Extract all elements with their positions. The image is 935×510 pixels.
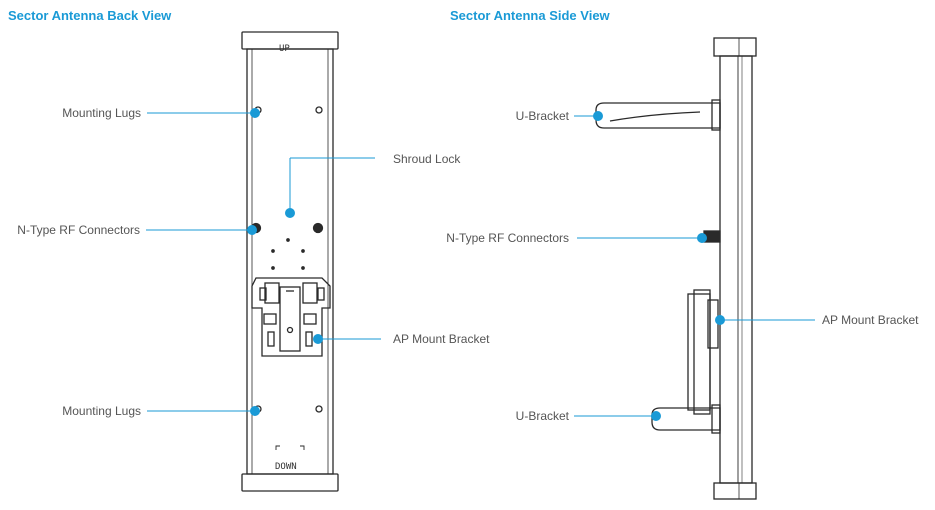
rf-connectors-label-back: N-Type RF Connectors <box>17 223 140 237</box>
side-view-drawing <box>595 37 757 500</box>
mounting-lugs-bottom-label: Mounting Lugs <box>62 404 141 418</box>
down-marker: DOWN <box>275 462 297 472</box>
back-view-drawing <box>241 31 339 492</box>
shroud-lock-label: Shroud Lock <box>393 152 461 166</box>
back-view-title: Sector Antenna Back View <box>8 8 172 23</box>
mounting-lugs-top-label: Mounting Lugs <box>62 106 141 120</box>
ap-mount-bracket-label-back: AP Mount Bracket <box>393 332 490 346</box>
u-bracket-bottom-label: U-Bracket <box>515 409 569 423</box>
u-bracket-top-label: U-Bracket <box>515 109 569 123</box>
side-view-title: Sector Antenna Side View <box>450 8 610 23</box>
rf-connectors-label-side: N-Type RF Connectors <box>446 231 569 245</box>
up-marker: UP <box>279 44 290 54</box>
ap-mount-bracket-label-side: AP Mount Bracket <box>822 313 919 327</box>
